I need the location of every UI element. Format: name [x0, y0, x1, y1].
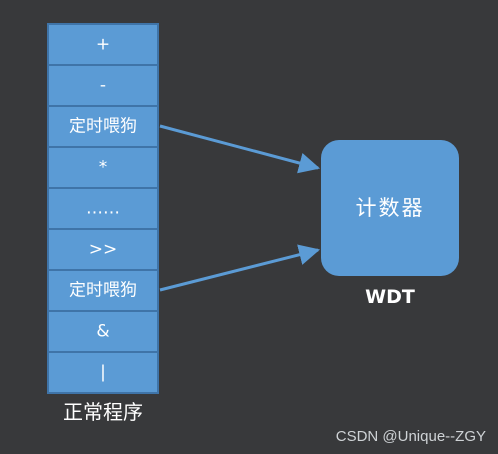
- program-cell-label: &: [96, 322, 109, 342]
- program-cell: [47, 228, 159, 271]
- program-cell-label: ……: [86, 199, 120, 219]
- program-cell: [47, 351, 159, 394]
- feed-dog-label: 定时喂狗: [69, 281, 137, 301]
- feed-dog-label: 定时喂狗: [69, 117, 137, 137]
- program-cell: [47, 146, 159, 189]
- counter-label: 计数器: [356, 196, 425, 220]
- program-cell: [47, 310, 159, 353]
- wdt-caption: WDT: [365, 286, 415, 308]
- program-cell-label: >>: [89, 240, 118, 260]
- watermark: CSDN @Unique--ZGY: [336, 428, 486, 445]
- program-stack: + - 定时喂狗 * …… >> 定时喂狗 & |: [47, 23, 159, 394]
- program-cell-label: -: [100, 76, 106, 96]
- wdt-counter-box: [321, 140, 459, 276]
- program-cell-label: *: [99, 158, 108, 178]
- program-label: 正常程序: [63, 400, 143, 424]
- program-cell-label: |: [100, 363, 106, 383]
- program-cell: [47, 23, 159, 66]
- feed-arrow: [159, 124, 321, 174]
- program-cell-label: +: [96, 35, 110, 55]
- feed-arrow: [159, 244, 321, 292]
